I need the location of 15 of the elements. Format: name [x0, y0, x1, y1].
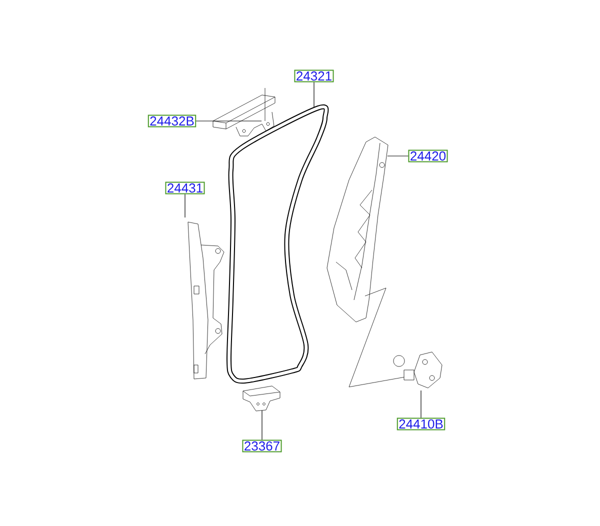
callout-number: 24321	[294, 70, 334, 82]
leader-line	[184, 194, 186, 218]
guide-rail-drawing	[188, 222, 224, 380]
tensioner-pad-drawing	[242, 386, 280, 412]
callout-number: 24432B	[148, 114, 196, 128]
tensioner-drawing	[348, 288, 442, 388]
callout-number: 24420	[408, 150, 448, 162]
leader-line	[420, 390, 422, 418]
leader-line	[196, 120, 262, 122]
guide-rail-drawing	[326, 136, 388, 322]
callout-number: 24431	[165, 182, 205, 194]
callout-number: 24410B	[396, 418, 446, 430]
callout-number: 23367	[242, 440, 282, 452]
bracket-drawing	[212, 88, 276, 136]
chain-drawing	[226, 104, 329, 384]
